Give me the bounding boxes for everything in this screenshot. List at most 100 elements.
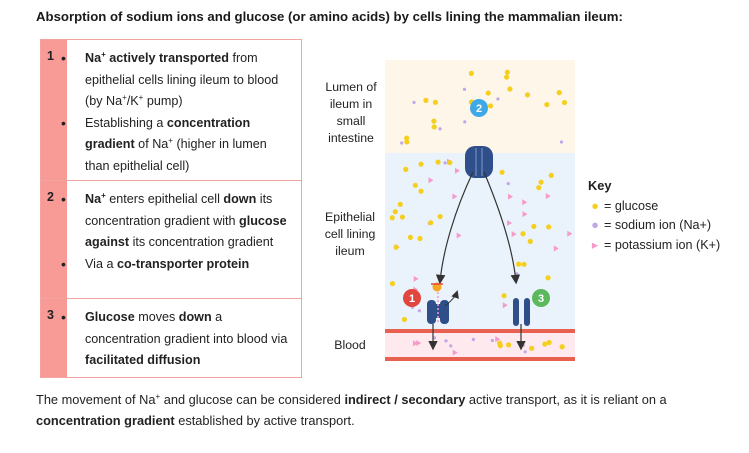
step-number: 2: [47, 190, 54, 204]
glucose-molecule: [545, 275, 551, 281]
marker-1: 1: [403, 289, 421, 307]
glucose-molecule: [556, 90, 562, 96]
potassium-ion: [452, 193, 458, 200]
glucose-molecule: [392, 209, 398, 215]
glucose-molecule: [468, 70, 474, 76]
key-item-sodium: ●= sodium ion (Na+): [588, 218, 711, 232]
sodium-ion: [506, 181, 510, 186]
glucose-molecule: [546, 339, 552, 346]
potassium-ion: [507, 219, 513, 226]
lumen-label: Lumen of ileum in small intestine: [325, 80, 377, 145]
glucose-arrow: [483, 171, 521, 285]
channel-protein: [513, 298, 530, 326]
marker-2: 2: [470, 99, 488, 117]
bullet: Na+ actively transported from epithelial…: [61, 48, 293, 113]
glucose-molecule: [497, 343, 503, 349]
sodium-ion: [463, 120, 467, 124]
bullet: Glucose moves down a concentration gradi…: [61, 307, 293, 372]
steps-table: 1 Na+ actively transported from epitheli…: [40, 39, 302, 378]
potassium-ion: [428, 177, 434, 184]
sodium-ion: [490, 338, 494, 343]
glucose-molecule: [524, 92, 531, 98]
k-arrow: [444, 290, 459, 307]
potassium-ion: [416, 340, 422, 347]
sodium-potassium-pump: [427, 292, 449, 324]
sodium-ion: [412, 100, 416, 105]
glucose-molecule: [418, 188, 424, 194]
sodium-ion: [417, 309, 421, 313]
potassium-ion: [522, 211, 528, 218]
co-transporter-protein: [465, 146, 493, 178]
glucose-molecule: [423, 97, 429, 103]
glucose-molecule: [428, 220, 434, 226]
sodium-ion: [496, 97, 500, 101]
sodium-ion: [521, 343, 525, 348]
glucose-molecule: [407, 234, 414, 240]
sodium-icon: ●: [591, 218, 599, 232]
bullet: Via a co-transporter protein: [61, 254, 293, 276]
glucose-molecule: [544, 101, 550, 108]
glucose-molecule: [431, 118, 437, 124]
glucose-molecule: [435, 159, 441, 165]
glucose-molecule: [389, 215, 395, 221]
glucose-molecule: [507, 86, 513, 92]
key-item-potassium: ▸= potassium ion (K+): [588, 237, 720, 252]
glucose-molecule: [485, 90, 491, 96]
sodium-ion: [449, 344, 453, 348]
potassium-ion: [553, 245, 559, 252]
potassium-ion: [567, 230, 573, 237]
potassium-ion: [413, 275, 419, 282]
glucose-molecule: [504, 69, 510, 75]
glucose-molecule: [561, 99, 568, 106]
ileum-diagram: 1 2 3: [385, 60, 575, 361]
potassium-ion: [452, 349, 458, 356]
potassium-ion: [511, 231, 517, 238]
potassium-ion: [495, 336, 501, 343]
glucose-molecule: [487, 103, 494, 109]
glucose-molecule: [393, 244, 399, 250]
page-title: Absorption of sodium ions and glucose (o…: [36, 9, 623, 24]
glucose-molecule: [548, 172, 554, 179]
potassium-ion: [454, 167, 460, 174]
glucose-molecule: [538, 179, 544, 185]
glucose-molecule: [389, 280, 396, 287]
step-bullets: Na+ actively transported from epithelial…: [61, 48, 293, 178]
glucose-molecule: [531, 223, 537, 230]
footer-text: The movement of Na+ and glucose can be c…: [36, 392, 667, 428]
sodium-ion: [523, 350, 527, 354]
glucose-molecule: [399, 214, 406, 220]
glucose-molecule: [432, 99, 439, 105]
potassium-ion: [502, 302, 508, 309]
glucose-molecule: [506, 342, 512, 348]
sodium-ion: [471, 337, 475, 342]
step-row: 2 Na+ enters epithelial cell down its co…: [41, 180, 301, 298]
sodium-ion: [559, 140, 564, 144]
potassium-ion: [545, 193, 551, 200]
glucose-molecule: [521, 261, 527, 267]
glucose-molecule: [516, 261, 522, 267]
potassium-ion: [522, 199, 528, 206]
glucose-molecule: [404, 135, 410, 141]
glucose-molecule: [546, 224, 552, 230]
step-bullets: Na+ enters epithelial cell down its conc…: [61, 189, 293, 276]
step-row: 3 Glucose moves down a concentration gra…: [41, 298, 301, 378]
epithelial-label: Epithelial cell lining ileum: [324, 210, 376, 258]
potassium-ion: [508, 193, 514, 200]
step-number: 1: [47, 49, 54, 63]
bullet: Establishing a concentration gradient of…: [61, 113, 293, 178]
sodium-ion: [438, 127, 442, 131]
glucose-molecule: [418, 161, 424, 167]
svg-text:1: 1: [409, 293, 415, 305]
sodium-ion: [444, 339, 448, 343]
bullet: Na+ enters epithelial cell down its conc…: [61, 189, 293, 254]
na-glucose-arrow: [435, 171, 474, 285]
step-bullets: Glucose moves down a concentration gradi…: [61, 307, 293, 372]
glucose-icon: ●: [591, 199, 599, 213]
svg-text:2: 2: [476, 103, 482, 115]
glucose-molecule: [412, 182, 418, 188]
glucose-molecule: [520, 231, 526, 237]
key-item-glucose: ●= glucose: [588, 199, 658, 213]
step-row: 1 Na+ actively transported from epitheli…: [41, 40, 301, 180]
glucose-molecule: [397, 201, 403, 208]
membrane-bottom: [385, 357, 575, 361]
